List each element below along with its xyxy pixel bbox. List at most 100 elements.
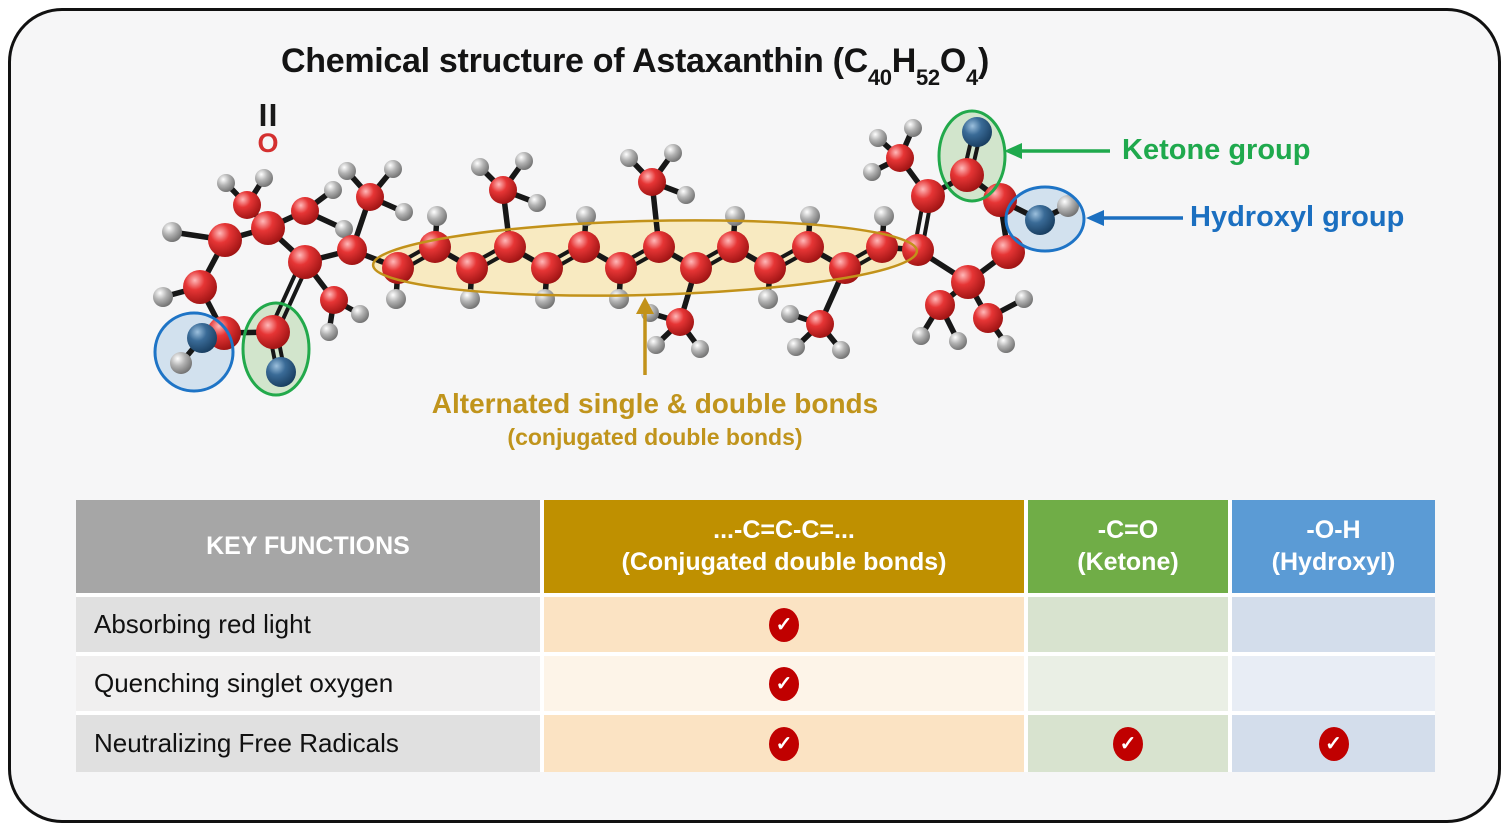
hydrogen-atom	[758, 289, 778, 309]
table-header-ketone: -C=O (Ketone)	[1028, 500, 1228, 593]
title-text: Chemical structure of Astaxanthin (C	[281, 42, 868, 80]
carbon-atom	[666, 308, 694, 336]
check-icon: ✓	[769, 726, 799, 761]
hydrogen-atom	[471, 158, 489, 176]
hydrogen-atom	[912, 327, 930, 345]
carbon-atom	[531, 252, 563, 284]
carbon-atom	[419, 231, 451, 263]
carbon-atom	[973, 303, 1003, 333]
carbon-atom	[806, 310, 834, 338]
check-icon: ✓	[1318, 726, 1349, 761]
oxygen-atom	[187, 323, 217, 353]
carbon-atom	[792, 231, 824, 263]
hydrogen-atom	[691, 340, 709, 358]
carbon-atom	[251, 211, 285, 245]
carbon-atom	[288, 245, 322, 279]
cell-ketone: ✓	[1028, 715, 1228, 772]
hydrogen-atom	[677, 186, 695, 204]
carbon-atom	[208, 223, 242, 257]
carbon-atom	[320, 286, 348, 314]
carbon-atom	[605, 252, 637, 284]
hydrogen-atom	[515, 152, 533, 170]
hydroxyl-circle-left	[153, 311, 235, 393]
hydrogen-atom	[1057, 195, 1079, 217]
hydrogen-atom	[781, 305, 799, 323]
table-row-label: Absorbing red light	[76, 597, 540, 652]
hydrogen-atom	[904, 119, 922, 137]
table-header-conjugated: ...-C=C-C=... (Conjugated double bonds)	[544, 500, 1024, 593]
check-icon: ✓	[1113, 726, 1143, 761]
conjugated-bonds-caption-line1: Alternated single & double bonds	[431, 388, 879, 419]
conjugated-bonds-caption-line2: (conjugated double bonds)	[507, 424, 803, 450]
cell-conjugated: ✓	[544, 715, 1024, 772]
hydrogen-atom	[395, 203, 413, 221]
hydrogen-atom	[386, 289, 406, 309]
hydrogen-atom	[725, 206, 745, 226]
oxygen-atom	[1025, 205, 1055, 235]
molecule-illustration: O	[153, 104, 1183, 397]
carbon-atom	[456, 252, 488, 284]
title-subscript-4: 4	[966, 64, 978, 90]
hydrogen-atom	[609, 289, 629, 309]
title-subscript-52: 52	[915, 64, 940, 90]
carbon-atom	[489, 176, 517, 204]
hydroxyl-circle-right	[1004, 185, 1086, 253]
hydrogen-atom	[800, 206, 820, 226]
hydrogen-atom	[620, 149, 638, 167]
carbon-atom	[382, 252, 414, 284]
hydrogen-atom	[338, 162, 356, 180]
check-icon: ✓	[769, 607, 799, 642]
carbon-atom	[925, 290, 955, 320]
cell-conjugated: ✓	[544, 656, 1024, 711]
hydrogen-atom	[863, 163, 881, 181]
hydrogen-atom	[874, 206, 894, 226]
oxygen-atom	[962, 117, 992, 147]
ketone-group-label: Ketone group	[1122, 134, 1311, 166]
molecule-atoms	[153, 117, 1079, 387]
hydrogen-atom	[324, 181, 342, 199]
hydrogen-atom	[217, 174, 235, 192]
conjugated-bonds-caption: Alternated single & double bonds (conjug…	[355, 388, 955, 451]
title-subscript-40: 40	[867, 64, 892, 90]
cell-hydroxyl	[1232, 656, 1435, 711]
page-title: Chemical structure of Astaxanthin (C40H5…	[281, 42, 989, 90]
carbon-atom	[717, 231, 749, 263]
key-functions-table: KEY FUNCTIONS ...-C=C-C=... (Conjugated …	[76, 500, 1435, 772]
hydrogen-atom	[535, 289, 555, 309]
ketone-arrow	[1004, 143, 1110, 159]
carbon-atom	[256, 315, 290, 349]
hydrogen-atom	[528, 194, 546, 212]
hydroxyl-arrow	[1086, 210, 1183, 226]
table-header-hydroxyl: -O-H (Hydroxyl)	[1232, 500, 1435, 593]
carbon-atom	[183, 270, 217, 304]
hydrogen-atom	[647, 336, 665, 354]
conjugated-arrow	[636, 297, 654, 375]
hydrogen-atom	[949, 332, 967, 350]
hydrogen-atom	[832, 341, 850, 359]
hydrogen-atom	[162, 222, 182, 242]
table-header-key-functions: KEY FUNCTIONS	[76, 500, 540, 593]
carbon-atom	[951, 265, 985, 299]
hydrogen-atom	[351, 305, 369, 323]
carbon-atom	[866, 231, 898, 263]
carbon-atom	[638, 168, 666, 196]
hydrogen-atom	[787, 338, 805, 356]
hydrogen-atom	[1015, 290, 1033, 308]
cell-hydroxyl	[1232, 597, 1435, 652]
hydrogen-atom	[427, 206, 447, 226]
double-bond-oxygen-glyph: O	[257, 104, 279, 158]
hydrogen-atom	[153, 287, 173, 307]
hydrogen-atom	[997, 335, 1015, 353]
hydrogen-atom	[869, 129, 887, 147]
carbon-atom	[754, 252, 786, 284]
oxygen-atom	[266, 357, 296, 387]
cell-conjugated: ✓	[544, 597, 1024, 652]
cell-ketone	[1028, 597, 1228, 652]
carbon-atom	[680, 252, 712, 284]
hydrogen-atom	[255, 169, 273, 187]
carbon-atom	[911, 179, 945, 213]
hydrogen-atom	[320, 323, 338, 341]
conjugated-highlight-outline	[371, 219, 919, 297]
carbon-atom	[291, 197, 319, 225]
cell-hydroxyl: ✓	[1232, 715, 1435, 772]
